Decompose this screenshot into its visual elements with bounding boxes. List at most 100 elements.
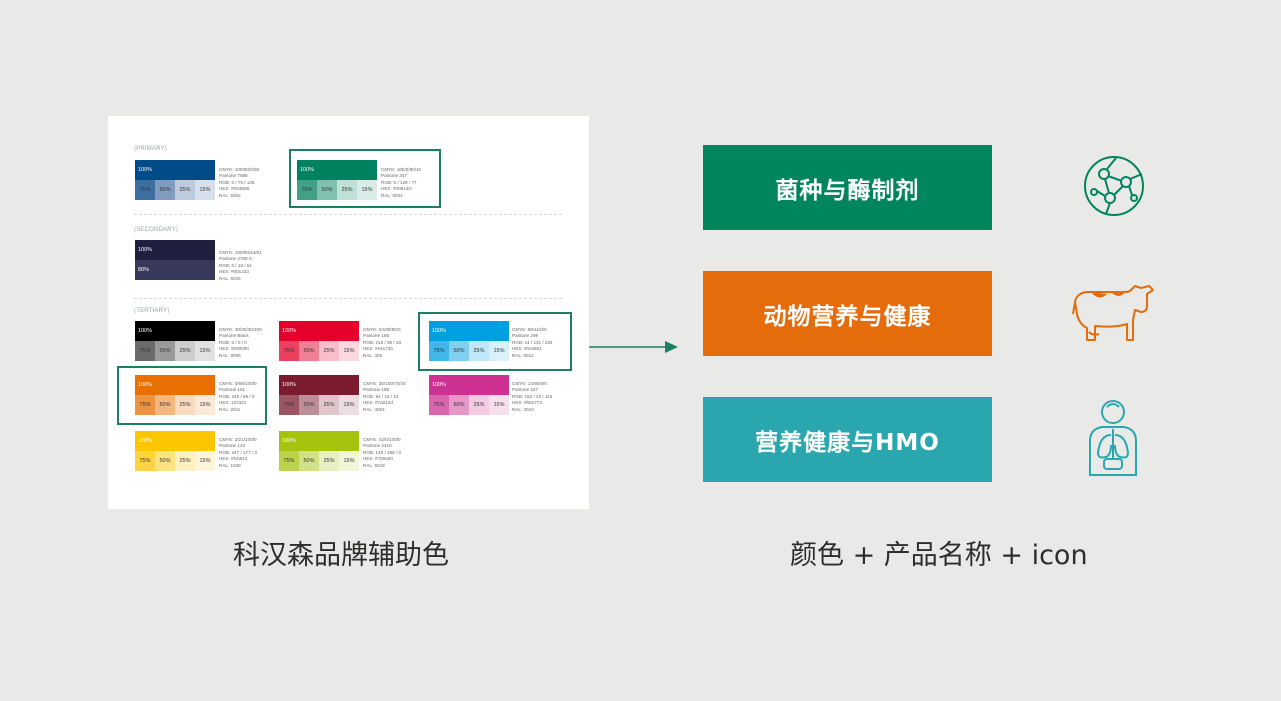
swatch-main: 100%: [279, 431, 359, 451]
swatch-tints: 75%50%25%15%: [279, 341, 359, 361]
swatch-main: 100%: [429, 321, 509, 341]
swatch-tint: 25%: [175, 395, 195, 415]
product-bar-health-hmo: 营养健康与HMO: [703, 397, 992, 482]
swatch-tint: 15%: [195, 180, 215, 200]
swatch-tint: 25%: [469, 395, 489, 415]
swatch-lime: 100% 75%50%25%15%: [279, 431, 359, 471]
swatch-tint: 15%: [339, 341, 359, 361]
swatch-blue: 100% 75%50%25%15%: [429, 321, 509, 361]
swatch-tint: 15%: [195, 395, 215, 415]
swatch-tints: 75%50%25%15%: [135, 180, 215, 200]
swatch-tint: 25%: [175, 451, 195, 471]
swatch-navy: 100% 75%50%25%15%: [135, 160, 215, 200]
swatch-main: 100%: [279, 375, 359, 395]
swatch-tints: 80%: [135, 260, 215, 280]
swatch-maroon: 100% 75%50%25%15%: [279, 375, 359, 415]
swatch-tint: 50%: [299, 341, 319, 361]
swatch-dark-navy: 100% 80%: [135, 240, 215, 280]
swatch-tints: 75%50%25%15%: [297, 180, 377, 200]
swatch-tint: 75%: [135, 395, 155, 415]
swatch-tints: 75%50%25%15%: [135, 341, 215, 361]
swatch-tint: 50%: [299, 451, 319, 471]
divider: [134, 214, 562, 215]
highlight-frame: [418, 312, 572, 371]
swatch-tint: 25%: [337, 180, 357, 200]
swatch-tint: 25%: [175, 341, 195, 361]
highlight-frame: [289, 149, 441, 208]
swatch-tint: 15%: [489, 395, 509, 415]
cow-icon: [1072, 285, 1154, 341]
swatch-tint: 50%: [155, 180, 175, 200]
swatch-magenta: 100% 75%50%25%15%: [429, 375, 509, 415]
swatch-tint: 15%: [489, 341, 509, 361]
swatch-tints: 75%50%25%15%: [429, 395, 509, 415]
secondary-label: (SECONDARY): [134, 227, 179, 233]
swatch-main: 100%: [429, 375, 509, 395]
swatch-tint: 50%: [449, 341, 469, 361]
swatch-tint: 75%: [279, 451, 299, 471]
product-bar-cultures-enzymes: 菌种与酶制剂: [703, 145, 992, 230]
swatch-tint: 75%: [135, 341, 155, 361]
molecule-network-icon: [1084, 156, 1144, 216]
swatch-tint: 25%: [319, 341, 339, 361]
swatch-yellow: 100% 75%50%25%15%: [135, 431, 215, 471]
swatch-tint: 50%: [299, 395, 319, 415]
primary-label: (PRIMARY): [134, 146, 168, 152]
swatch-green: 100% 75%50%25%15%: [297, 160, 377, 200]
swatch-tint: 75%: [297, 180, 317, 200]
swatch-main: 100%: [135, 431, 215, 451]
product-bar-animal-health: 动物营养与健康: [703, 271, 992, 356]
swatch-tint: 50%: [155, 395, 175, 415]
human-body-icon: [1089, 400, 1137, 476]
swatch-tint: 25%: [319, 451, 339, 471]
swatch-tint: 75%: [429, 395, 449, 415]
swatch-tint: 50%: [155, 451, 175, 471]
swatch-tint: 75%: [279, 395, 299, 415]
arrow-right-icon: [589, 341, 678, 353]
swatch-tint: 75%: [135, 451, 155, 471]
swatch-red: 100% 75%50%25%15%: [279, 321, 359, 361]
swatch-tint: 25%: [319, 395, 339, 415]
tertiary-label: (TERTIARY): [134, 308, 170, 314]
swatch-tint: 15%: [339, 395, 359, 415]
swatch-tint: 80%: [135, 260, 215, 280]
swatch-main: 100%: [135, 240, 215, 260]
swatch-main: 100%: [135, 375, 215, 395]
swatch-tints: 75%50%25%15%: [429, 341, 509, 361]
left-caption: 科汉森品牌辅助色: [233, 540, 449, 571]
swatch-orange: 100% 75%50%25%15%: [135, 375, 215, 415]
swatch-tints: 75%50%25%15%: [135, 395, 215, 415]
swatch-tint: 25%: [469, 341, 489, 361]
swatch-tint: 15%: [357, 180, 377, 200]
palette-card: (PRIMARY) (SECONDARY) (TERTIARY) 100% 75…: [108, 116, 589, 509]
swatch-tint: 75%: [135, 180, 155, 200]
swatch-tint: 75%: [429, 341, 449, 361]
swatch-tint: 50%: [449, 395, 469, 415]
swatch-main: 100%: [279, 321, 359, 341]
swatch-tints: 75%50%25%15%: [135, 451, 215, 471]
swatch-black: 100% 75%50%25%15%: [135, 321, 215, 361]
highlight-frame: [117, 366, 267, 425]
swatch-main: 100%: [297, 160, 377, 180]
right-caption: 颜色 + 产品名称 + icon: [790, 540, 1088, 571]
swatch-tint: 50%: [317, 180, 337, 200]
swatch-tint: 50%: [155, 341, 175, 361]
divider: [134, 298, 562, 299]
swatch-tint: 15%: [195, 451, 215, 471]
swatch-main: 100%: [135, 321, 215, 341]
swatch-tint: 15%: [195, 341, 215, 361]
swatch-tints: 75%50%25%15%: [279, 395, 359, 415]
swatch-tints: 75%50%25%15%: [279, 451, 359, 471]
swatch-tint: 25%: [175, 180, 195, 200]
